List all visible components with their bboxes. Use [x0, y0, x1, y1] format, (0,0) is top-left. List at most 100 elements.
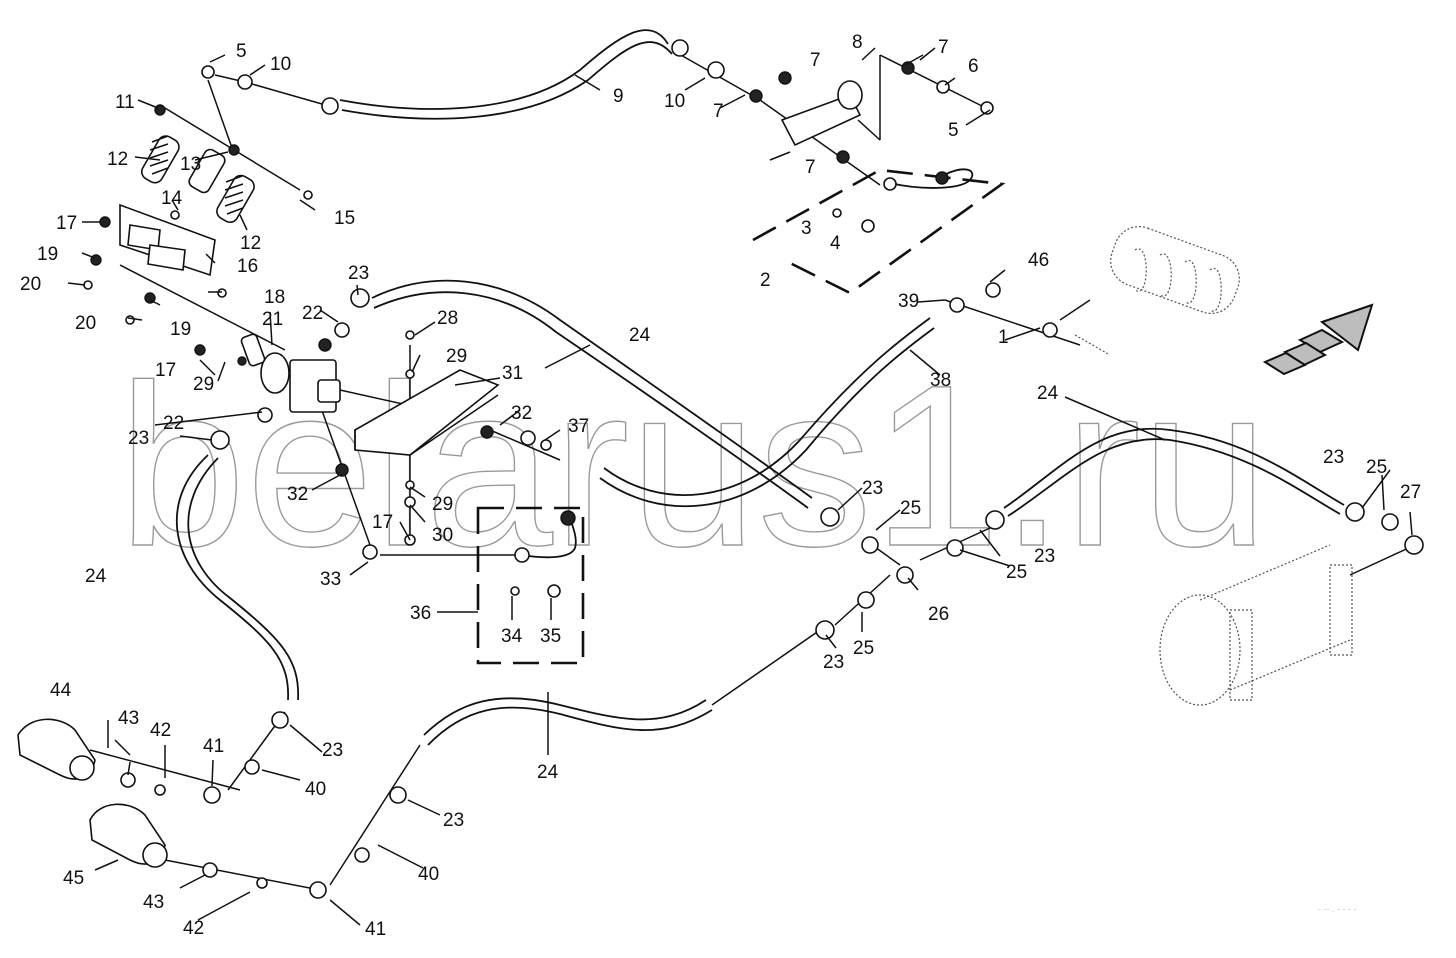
- callout-21: 21: [262, 309, 283, 330]
- callout-32: 32: [511, 403, 532, 424]
- callout-17: 17: [372, 512, 393, 533]
- callout-12: 12: [240, 233, 261, 254]
- callout-40: 40: [305, 779, 326, 800]
- callout-leaders: [67, 47, 1413, 926]
- callout-16: 16: [237, 256, 258, 277]
- callout-29: 29: [432, 494, 453, 515]
- spring-12-left: [140, 135, 180, 184]
- callout-24: 24: [1037, 383, 1059, 404]
- callout-44: 44: [50, 680, 72, 701]
- callout-23: 23: [1323, 447, 1344, 468]
- callout-32: 32: [287, 484, 308, 505]
- coupling-head-44: [17, 718, 96, 781]
- callout-19: 19: [37, 244, 58, 265]
- callout-17: 17: [56, 213, 77, 234]
- callout-31: 31: [502, 363, 523, 384]
- callout-28: 28: [437, 308, 458, 329]
- callout-9: 9: [613, 86, 624, 107]
- callout-26: 26: [928, 604, 949, 625]
- bracket-31: [354, 369, 500, 456]
- callout-23: 23: [1034, 546, 1055, 567]
- cylinder-13: [188, 144, 240, 194]
- callout-20: 20: [20, 274, 41, 295]
- callout-22: 22: [302, 303, 323, 324]
- callout-24: 24: [537, 762, 559, 783]
- hose-38: [599, 317, 935, 508]
- callout-37: 37: [568, 416, 589, 437]
- callout-38: 38: [930, 370, 951, 391]
- callout-14: 14: [161, 188, 183, 209]
- callout-25: 25: [900, 498, 921, 519]
- callout-25: 25: [853, 638, 874, 659]
- callout-19: 19: [170, 319, 191, 340]
- kit-36-outline: [476, 506, 585, 665]
- callout-18: 18: [264, 287, 285, 308]
- callout-43: 43: [118, 708, 139, 729]
- callout-25: 25: [1006, 562, 1027, 583]
- callout-2: 2: [760, 270, 771, 291]
- callout-24: 24: [629, 325, 651, 346]
- valve-8: [780, 80, 863, 147]
- callout-23: 23: [823, 652, 844, 673]
- callout-33: 33: [320, 569, 341, 590]
- pipe-kit-2: [883, 168, 974, 191]
- kit-2-outline: [752, 168, 1006, 295]
- hose-9: [339, 29, 673, 120]
- hose-24-lower: [423, 697, 713, 746]
- callout-5: 5: [236, 41, 247, 62]
- callout-20: 20: [75, 313, 96, 334]
- callout-23: 23: [862, 478, 883, 499]
- callout-10: 10: [664, 91, 685, 112]
- callout-23: 23: [348, 263, 369, 284]
- brake-valve-21: [240, 333, 341, 413]
- callout-labels: 1 2 3 4 5 5 6 7 7 7 7 8 9 10 10 11 12 12…: [20, 32, 1421, 940]
- callout-10: 10: [270, 54, 291, 75]
- callout-7: 7: [810, 50, 821, 71]
- callout-29: 29: [446, 346, 467, 367]
- callout-3: 3: [801, 218, 812, 239]
- callout-7: 7: [938, 37, 949, 58]
- callout-40: 40: [418, 864, 439, 885]
- callout-35: 35: [540, 626, 561, 647]
- callout-25: 25: [1366, 457, 1387, 478]
- callout-5: 5: [948, 120, 959, 141]
- callout-6: 6: [968, 56, 979, 77]
- spring-12-right: [216, 174, 255, 224]
- callout-22: 22: [163, 413, 184, 434]
- callout-41: 41: [365, 919, 386, 940]
- callout-30: 30: [432, 525, 453, 546]
- callout-1: 1: [998, 327, 1009, 348]
- callout-46: 46: [1028, 250, 1049, 271]
- callout-43: 43: [143, 892, 164, 913]
- callout-23: 23: [322, 740, 343, 761]
- hose-24-upper: [371, 279, 813, 509]
- coupling-head-45: [89, 803, 168, 868]
- callout-41: 41: [203, 736, 224, 757]
- callout-15: 15: [334, 208, 355, 229]
- callout-13: 13: [180, 154, 201, 175]
- air-tank: [1159, 544, 1353, 706]
- callout-4: 4: [830, 233, 841, 254]
- pipe-kit-36: [514, 510, 577, 563]
- callout-24: 24: [85, 566, 107, 587]
- callout-8: 8: [852, 32, 863, 53]
- callout-29: 29: [193, 374, 214, 395]
- callout-7: 7: [805, 157, 816, 178]
- callout-45: 45: [63, 868, 84, 889]
- callout-7: 7: [713, 101, 724, 122]
- hose-24-left: [175, 454, 299, 701]
- callout-39: 39: [898, 291, 919, 312]
- callout-23: 23: [128, 428, 149, 449]
- direction-arrow-icon: [1262, 303, 1374, 376]
- callout-27: 27: [1400, 482, 1421, 503]
- callout-23: 23: [443, 810, 464, 831]
- callout-42: 42: [150, 720, 171, 741]
- callout-12: 12: [107, 149, 128, 170]
- drawing-code: - -- . - - - -: [1318, 904, 1356, 914]
- callout-17: 17: [155, 360, 176, 381]
- plate-16: [119, 203, 216, 277]
- brake-chamber: [1074, 226, 1240, 356]
- hose-24-right: [1003, 427, 1345, 517]
- fittings: [83, 39, 1424, 899]
